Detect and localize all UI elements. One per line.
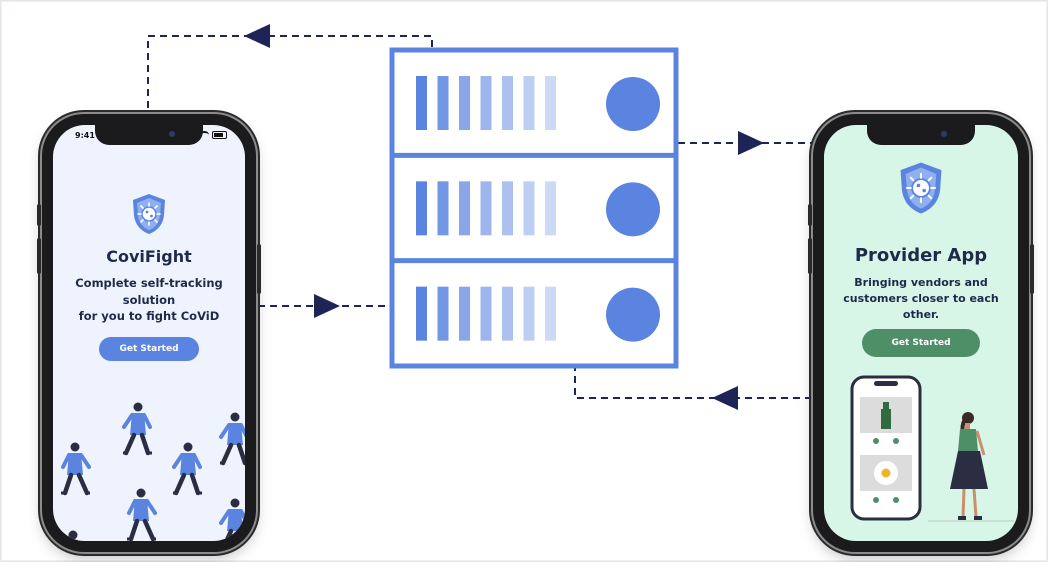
server-bar xyxy=(523,286,535,341)
side-button xyxy=(257,244,261,294)
app-subtitle: Complete self-tracking solution for you … xyxy=(53,275,245,325)
subtitle-line: Bringing vendors and xyxy=(854,276,988,289)
connector-provider-to-server xyxy=(574,368,812,399)
server-bar xyxy=(459,181,470,236)
subtitle-line: Complete self-tracking solution xyxy=(75,276,223,307)
covifight-phone: 9:41 CoviFight Complete self-tracking so… xyxy=(37,114,261,552)
get-started-button[interactable]: Get Started xyxy=(99,337,199,361)
provider-illustration xyxy=(850,375,1014,522)
walking-person xyxy=(172,442,202,496)
walking-person xyxy=(61,442,91,496)
phone-notch xyxy=(867,125,975,145)
shield-virus-icon xyxy=(900,162,942,214)
walking-people-illustration xyxy=(61,402,245,541)
arrowhead-right xyxy=(314,294,340,318)
woman-standing-illustration xyxy=(928,412,1014,522)
wifi-icon xyxy=(200,131,209,139)
server-bar xyxy=(416,76,427,130)
server-bar xyxy=(437,181,449,236)
server-bar xyxy=(523,181,535,236)
server-rack-icon xyxy=(389,47,679,369)
app-title: CoviFight xyxy=(106,247,192,266)
server-bar xyxy=(416,286,427,341)
server-bar xyxy=(545,181,556,236)
server-bar xyxy=(502,76,513,130)
status-time: 9:41 xyxy=(75,131,95,140)
server-status-light xyxy=(606,77,660,131)
arrowhead-left xyxy=(712,386,738,410)
server-bar xyxy=(480,76,492,130)
arrowhead-left xyxy=(244,24,270,48)
provider-app-screen: Provider App Bringing vendors and custom… xyxy=(824,125,1018,541)
battery-icon xyxy=(212,131,227,139)
walking-person xyxy=(127,488,157,541)
side-button xyxy=(808,204,812,226)
server-bar xyxy=(459,76,470,130)
walking-person xyxy=(219,412,245,466)
server-bar xyxy=(437,76,449,130)
connector-server-to-covifight xyxy=(147,35,433,108)
subtitle-line: for you to fight CoViD xyxy=(78,309,220,324)
server-bar xyxy=(502,181,513,236)
connector-lines xyxy=(147,24,812,410)
walking-person xyxy=(122,402,152,456)
server-bar xyxy=(523,76,535,130)
subtitle-line: customers closer to each other. xyxy=(843,291,999,321)
server-status-light xyxy=(606,287,660,342)
get-started-button[interactable]: Get Started xyxy=(862,329,980,357)
side-button xyxy=(808,238,812,274)
server-bar xyxy=(416,181,427,236)
server-status-light xyxy=(606,182,660,237)
app-title: Provider App xyxy=(854,245,988,266)
server-bar xyxy=(459,286,470,341)
server-bar xyxy=(480,181,492,236)
server-bar xyxy=(480,286,492,341)
walking-person xyxy=(219,498,245,541)
side-button xyxy=(37,204,41,226)
provider-app-phone: Provider App Bringing vendors and custom… xyxy=(808,114,1034,552)
mini-phone-with-bottle-and-food xyxy=(850,375,922,521)
arrowhead-right xyxy=(738,131,764,155)
walking-person xyxy=(68,530,78,540)
server-bar xyxy=(502,286,513,341)
server-bar xyxy=(545,76,556,130)
side-button xyxy=(1030,244,1034,294)
server-bar xyxy=(545,286,556,341)
food-plate-icon xyxy=(874,461,898,485)
app-subtitle: Bringing vendors and customers closer to… xyxy=(824,275,1018,323)
side-button xyxy=(37,238,41,274)
bottle-icon xyxy=(881,402,891,429)
shield-virus-icon xyxy=(133,194,165,234)
covifight-screen: 9:41 CoviFight Complete self-tracking so… xyxy=(53,125,245,541)
server-bar xyxy=(437,286,449,341)
phone-notch xyxy=(95,125,203,145)
